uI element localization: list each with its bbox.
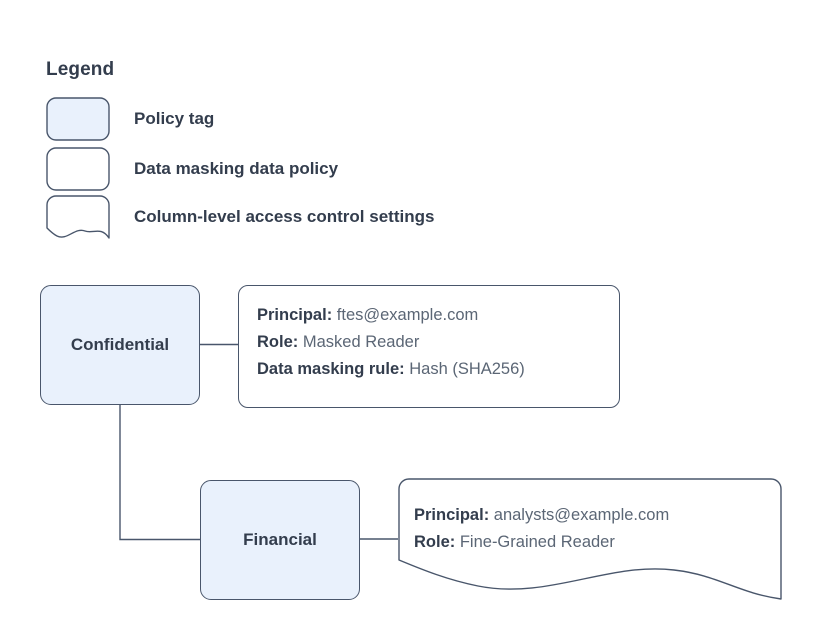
card-confidential-text: Principal: ftes@example.com Role: Masked… (257, 302, 607, 383)
card-financial-access-settings[interactable]: Principal: analysts@example.com Role: Fi… (398, 478, 782, 600)
legend-label-column-access-settings: Column-level access control settings (134, 207, 435, 226)
card-financial-row-role: Role: Fine-Grained Reader (414, 529, 770, 556)
value-role: Masked Reader (302, 333, 420, 351)
label-principal: Principal: (414, 506, 490, 524)
node-financial-label: Financial (243, 530, 317, 549)
legend-swatch-document-wave-icon (46, 195, 110, 239)
node-confidential[interactable]: Confidential (40, 285, 200, 405)
legend-item-column-access-settings: Column-level access control settings (46, 194, 434, 240)
card-confidential-policy[interactable]: Principal: ftes@example.com Role: Masked… (238, 285, 620, 408)
card-confidential-row-role: Role: Masked Reader (257, 329, 607, 356)
label-principal: Principal: (257, 306, 333, 324)
card-financial-shape (398, 478, 782, 600)
card-financial-text: Principal: analysts@example.com Role: Fi… (414, 502, 770, 556)
legend-title: Legend (46, 59, 115, 80)
legend-item-data-masking-policy: Data masking data policy (46, 146, 338, 192)
node-financial[interactable]: Financial (200, 480, 360, 600)
value-role: Fine-Grained Reader (459, 533, 615, 551)
value-principal: ftes@example.com (336, 306, 479, 324)
node-confidential-label: Confidential (70, 335, 170, 354)
value-data-masking-rule: Hash (SHA256) (409, 360, 525, 378)
card-confidential-row-masking-rule: Data masking rule: Hash (SHA256) (257, 356, 607, 383)
label-data-masking-rule: Data masking rule: (257, 360, 405, 378)
legend-item-policy-tag: Policy tag (46, 96, 214, 142)
legend-swatch-data-masking-policy-icon (46, 147, 110, 191)
legend-swatch-policy-tag-icon (46, 97, 110, 141)
card-financial-row-principal: Principal: analysts@example.com (414, 502, 770, 529)
label-role: Role: (257, 333, 299, 351)
legend-label-policy-tag: Policy tag (134, 109, 215, 128)
card-confidential-row-principal: Principal: ftes@example.com (257, 302, 607, 329)
legend-label-data-masking-policy: Data masking data policy (134, 159, 339, 178)
value-principal: analysts@example.com (493, 506, 670, 524)
label-role: Role: (414, 533, 456, 551)
